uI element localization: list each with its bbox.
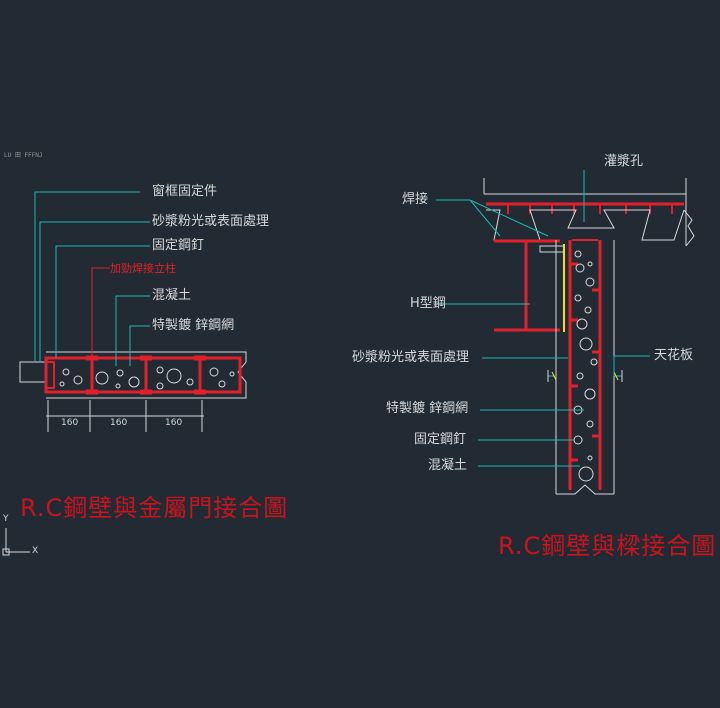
label-concrete: 混凝土 <box>152 288 192 303</box>
label-mortar-finish: 砂漿粉光或表面處理 <box>152 214 270 229</box>
right-wall-beam-section <box>483 178 695 495</box>
label-welding: 焊接 <box>402 192 429 207</box>
dimension-3: 160 <box>165 418 183 428</box>
label-h-beam: H型鋼 <box>410 296 446 311</box>
axis-x-label: X <box>32 546 39 556</box>
label-galvanized-mesh: 特製鍍 鋅鋼網 <box>152 318 235 333</box>
left-detail-title: R.C鋼壁與金屬門接合圖 <box>20 494 289 522</box>
corner-note: LU 田 FFFNJ <box>4 152 43 159</box>
label-window-frame-fixer: 窗框固定件 <box>152 184 218 199</box>
ucs-axis-icon <box>2 528 30 556</box>
dimension-1: 160 <box>61 418 79 428</box>
axis-y-label: Y <box>3 514 9 524</box>
label-mortar-finish-right: 砂漿粉光或表面處理 <box>352 350 470 365</box>
label-grout-hole: 灌漿孔 <box>604 154 644 169</box>
label-steel-nail-right: 固定鋼釘 <box>414 432 467 447</box>
left-wall-section <box>19 351 247 432</box>
label-stiffener-column: 加勁焊接立柱 <box>110 262 176 275</box>
label-ceiling: 天花板 <box>654 348 694 363</box>
dimension-2: 160 <box>110 418 128 428</box>
right-detail-title: R.C鋼壁與樑接合圖 <box>498 532 717 560</box>
left-leader-lines <box>34 191 150 366</box>
label-galvanized-mesh-right: 特製鍍 鋅鋼網 <box>386 401 469 416</box>
label-steel-nail: 固定鋼釘 <box>152 238 205 253</box>
right-leader-lines <box>436 170 650 467</box>
label-concrete-right: 混凝土 <box>428 458 468 473</box>
